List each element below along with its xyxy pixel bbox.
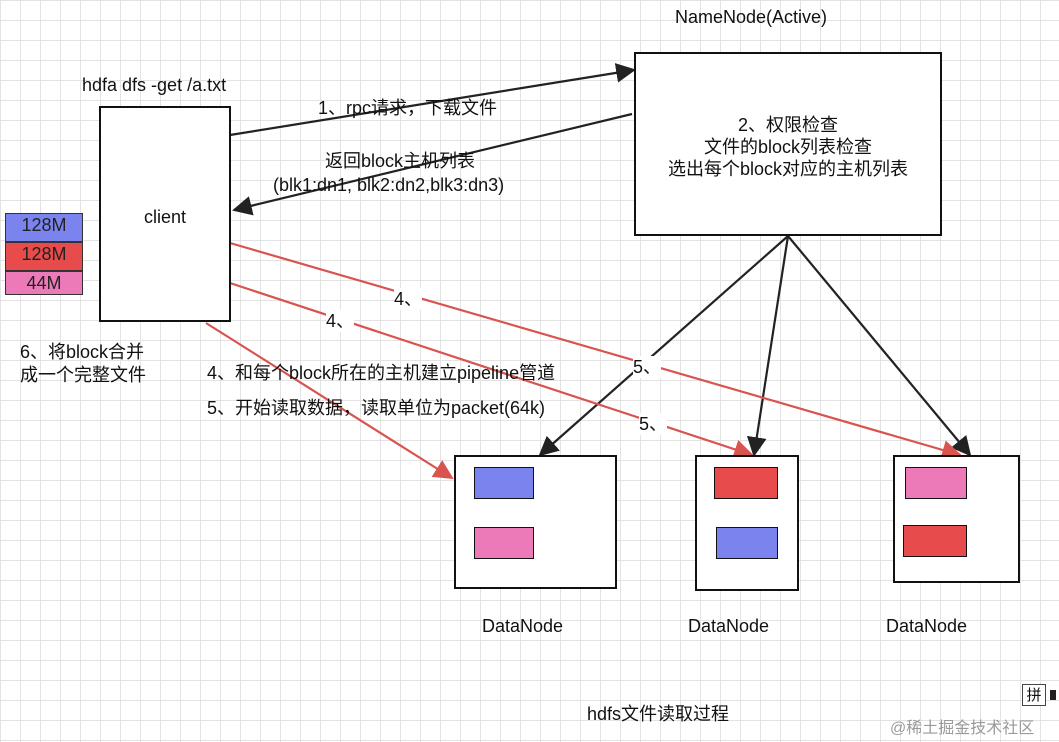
step-6-label-line-1: 6、将block合并	[20, 342, 145, 362]
step-5-label: 5、开始读取数据，读取单位为packet(64k)	[207, 398, 546, 418]
diagram-caption: hdfs文件读取过程	[587, 704, 730, 724]
namenode-line-3: 选出每个block对应的主机列表	[667, 159, 909, 179]
datanode-3-label: DataNode	[886, 616, 968, 636]
datanode-2-block-2	[716, 527, 778, 559]
stack-block-2: 128M	[5, 242, 83, 271]
return-label-line-2: (blk1:dn1, blk2:dn2,blk3:dn3)	[273, 175, 505, 195]
datanode-2-box[interactable]	[695, 455, 799, 591]
namenode-title: NameNode(Active)	[675, 7, 828, 27]
client-command: hdfa dfs -get /a.txt	[82, 75, 227, 95]
step-4-label: 4、和每个block所在的主机建立pipeline管道	[207, 363, 556, 383]
datanode-2-block-1	[714, 467, 778, 499]
namenode-line-2: 文件的block列表检查	[703, 137, 873, 157]
arrow-namenode-to-datanode-2	[746, 235, 790, 457]
watermark: @稀土掘金技术社区	[890, 720, 1035, 737]
namenode-box[interactable]: 2、权限检查 文件的block列表检查 选出每个block对应的主机列表	[634, 52, 942, 236]
datanode-1-block-1	[474, 467, 534, 499]
arrow-namenode-to-datanode-3	[787, 235, 972, 457]
arrow-label-5-a: 5、	[633, 356, 662, 378]
arrow-label-4-b: 4、	[326, 310, 355, 332]
arrow-rpc-request	[229, 63, 636, 137]
ime-indicator-icon	[1050, 690, 1056, 700]
datanode-3-block-1	[905, 467, 967, 499]
arrow-namenode-to-datanode-1	[538, 235, 789, 457]
stack-block-3: 44M	[5, 271, 83, 295]
arrow-label-5-b: 5、	[639, 413, 668, 435]
return-label-line-1: 返回block主机列表	[325, 151, 476, 171]
datanode-1-block-2	[474, 527, 534, 559]
datanode-3-box[interactable]	[893, 455, 1020, 583]
stack-block-1: 128M	[5, 213, 83, 242]
client-label: client	[143, 207, 187, 227]
ime-pinyin-badge[interactable]: 拼	[1022, 684, 1046, 706]
datanode-3-block-2	[903, 525, 967, 557]
step-6-label-line-2: 成一个完整文件	[20, 365, 146, 385]
datanode-1-label: DataNode	[482, 616, 564, 636]
datanode-2-label: DataNode	[688, 616, 770, 636]
arrow-label-4-a: 4、	[394, 288, 423, 310]
rpc-request-label: 1、rpc请求，下载文件	[318, 98, 498, 118]
arrow-client-to-datanode-1	[205, 322, 454, 480]
client-box[interactable]: client	[99, 106, 231, 322]
datanode-1-box[interactable]	[454, 455, 617, 589]
arrow-return-block-list	[232, 112, 633, 216]
arrow-client-to-datanode-3	[229, 241, 962, 460]
namenode-line-1: 2、权限检查	[737, 115, 838, 135]
